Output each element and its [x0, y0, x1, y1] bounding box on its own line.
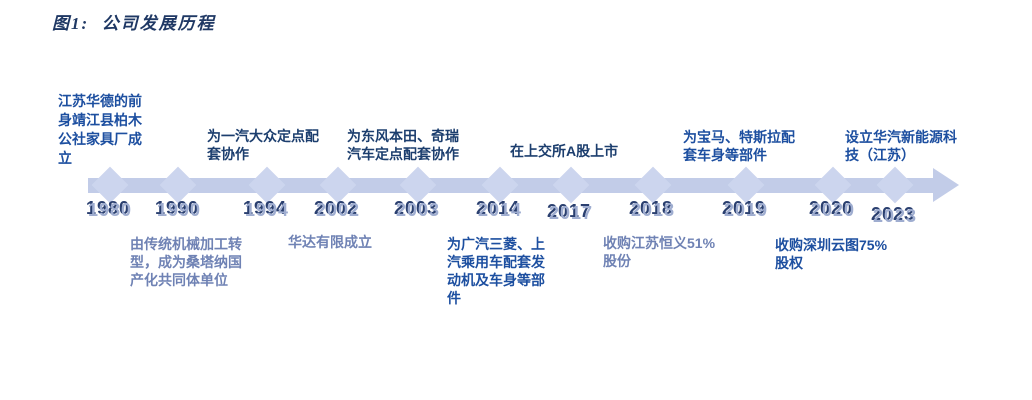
milestone-diamond-1990 [159, 166, 197, 204]
event-label-2003: 为东风本田、奇瑞 汽车定点配套协作 [347, 128, 459, 162]
year-label: 2018 [630, 200, 676, 220]
milestone-diamond-2014 [481, 166, 519, 204]
year-label: 2003 [395, 200, 441, 220]
year-label: 2020 [810, 200, 856, 220]
year-label: 2002 [315, 200, 361, 220]
milestone-diamond-2023 [876, 166, 914, 204]
year-label: 2023 [872, 206, 918, 226]
event-label-2023: 设立华汽新能源科 技（江苏） [845, 129, 957, 163]
year-label: 1990 [156, 200, 202, 220]
figure-caption: 图1: 公司发展历程 [52, 14, 216, 33]
milestone-diamond-2017 [552, 166, 590, 204]
milestone-diamond-2018 [634, 166, 672, 204]
milestone-diamond-2020 [814, 166, 852, 204]
milestone-diamond-1980 [91, 166, 129, 204]
event-label-1990: 由传统机械加工转 型，成为桑塔纳国 产化共同体单位 [130, 236, 242, 288]
event-label-2018: 收购江苏恒义51% 股份 [603, 235, 716, 269]
milestone-diamond-2003 [399, 166, 437, 204]
event-label-2019: 为宝马、特斯拉配 套车身等部件 [683, 129, 795, 163]
year-label: 2014 [477, 200, 523, 220]
milestone-diamond-2002 [319, 166, 357, 204]
event-label-2014: 为广汽三菱、上 汽乘用车配套发 动机及车身等部 件 [447, 236, 545, 306]
event-label-1994: 为一汽大众定点配 套协作 [207, 128, 319, 162]
timeline-arrow-icon [933, 168, 959, 202]
year-label: 1994 [244, 200, 290, 220]
year-label: 2019 [723, 200, 769, 220]
event-label-2002: 华达有限成立 [288, 234, 372, 250]
milestone-diamond-1994 [248, 166, 286, 204]
event-label-2017: 在上交所A股上市 [510, 143, 619, 159]
event-label-1980: 江苏华德的前 身靖江县柏木 公社家具厂成 立 [58, 93, 142, 166]
year-label: 1980 [87, 200, 133, 220]
year-label: 2017 [548, 203, 594, 223]
milestone-diamond-2019 [727, 166, 765, 204]
event-label-2020: 收购深圳云图75% 股权 [775, 237, 888, 271]
